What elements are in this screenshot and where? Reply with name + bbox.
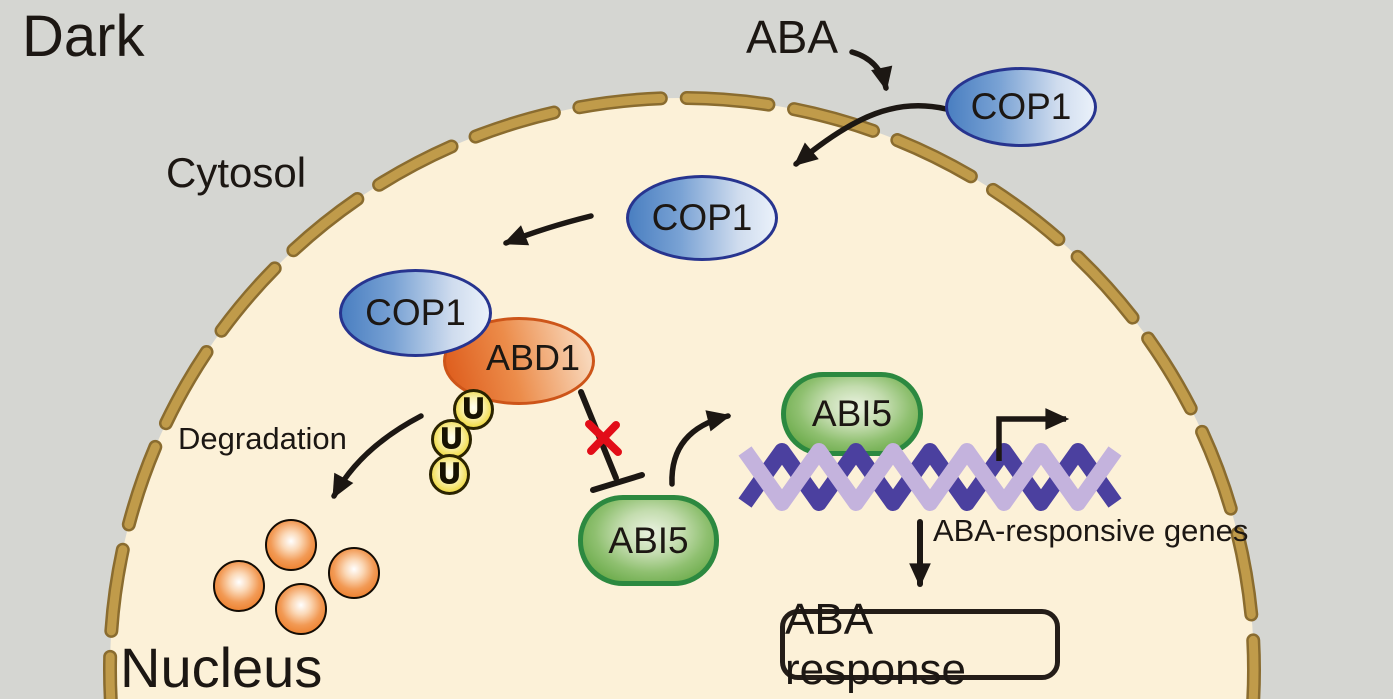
cop1-complex-label: COP1 [365,292,466,333]
abi5-bound-pill: ABI5 [781,372,923,456]
ubiquitin-3: U [429,454,470,495]
inhibition-tbar [590,472,645,493]
responsive-genes-label: ABA-responsive genes [933,513,1249,548]
ubiquitin-2: U [431,419,472,460]
nuclear-envelope [105,93,1259,699]
degradation-particle [275,583,327,635]
degradation-particle [213,560,265,612]
abd1-label: ABD1 [485,337,581,378]
dna-strand-light [738,443,1122,511]
cop1-import-arrow [793,102,949,167]
abi5-free-pill: ABI5 [578,495,719,586]
nucleus-label: Nucleus [120,636,323,699]
abi5-bound-label: ABI5 [811,393,893,434]
condition-label: Dark [22,4,145,69]
degradation-label: Degradation [178,421,347,456]
nucleus-region [110,98,1254,699]
dna-strand-dark [738,443,1122,511]
abi5-binding-arrow [669,410,732,487]
aba-response-label: ABA response [785,594,967,694]
cop1-cytosol-ellipse: COP1 [945,67,1097,147]
ubiquitin-3-label: U [438,457,460,491]
cop1-imported-ellipse: COP1 [626,175,778,261]
red-x-icon [585,420,622,456]
cop1-imported-label: COP1 [651,197,753,238]
degradation-arrow [331,413,424,499]
cop1-cytosol-label: COP1 [970,86,1072,127]
cytosol-label: Cytosol [166,149,307,196]
ubiquitin-1-label: U [462,392,484,426]
ubiquitin-2-label: U [440,422,462,456]
transcription-start-arrow [996,408,1070,461]
degradation-particle [328,547,380,599]
aba-response-box: ABA response [780,595,1060,694]
aba-label: ABA [746,11,839,63]
ubiquitin-1: U [453,389,494,430]
cop1-complex-ellipse: COP1 [339,269,492,357]
degradation-particle [265,519,317,571]
cop1-to-complex-arrow [502,213,594,246]
aba-signal-arrow [849,49,893,92]
abi5-free-label: ABI5 [608,519,689,561]
